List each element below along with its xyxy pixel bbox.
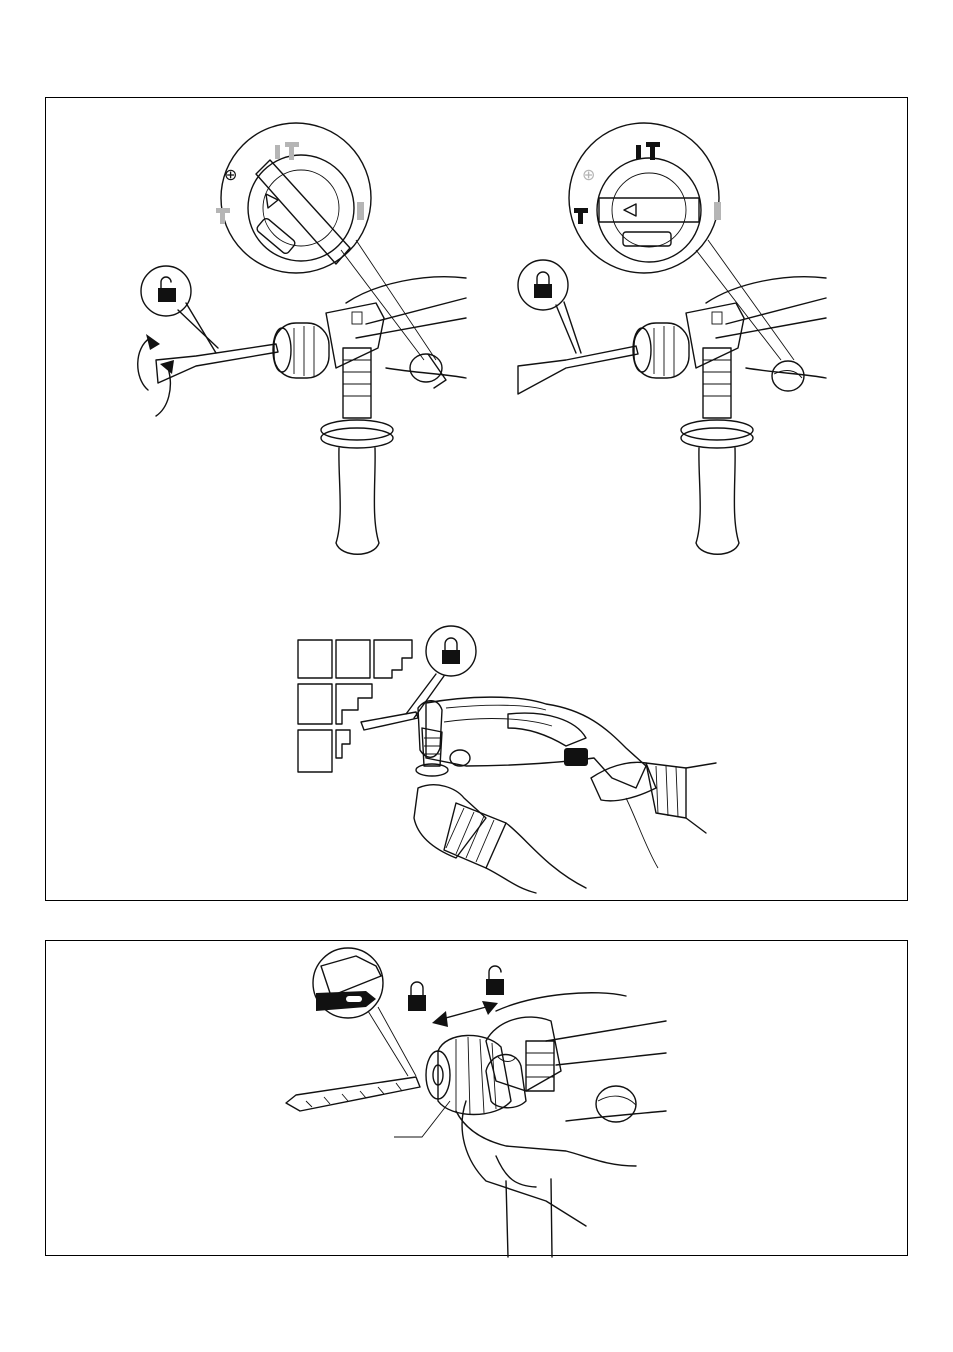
figure-panel-bottom [45,940,908,1256]
figure-panel-top-art: ⊕ [46,98,909,902]
figure-chisel-rotation-locked: ⊕ [518,123,826,554]
chisel-bit [518,346,638,394]
bit-shank-detail [313,948,416,1076]
chuck [633,303,744,378]
figure-bit-insertion [286,948,666,1257]
lock-icon [518,260,581,353]
drill-bit [286,1077,420,1111]
lock-icon [408,982,426,1011]
rotation-arrows-icon [138,334,174,416]
figure-chiselling-tiles [298,626,716,893]
figure-panel-bottom-art [46,941,909,1257]
mode-dial-icon: ⊕ [216,123,436,360]
chuck [426,1035,511,1115]
tile-wall [298,640,412,772]
figure-panel-top: ⊕ [45,97,908,901]
side-handle [321,348,393,554]
rotary-symbol: ⊕ [224,165,237,184]
hand [456,1055,636,1257]
hammer-drill [361,697,658,868]
side-handle [681,348,753,554]
rotary-symbol: ⊕ [582,165,595,184]
hands [414,762,716,893]
chuck [273,303,384,378]
mode-dial-icon: ⊕ [569,123,794,360]
lock-icon [406,626,476,718]
figure-chisel-rotation-unlocked: ⊕ [138,123,466,554]
unlock-icon [486,966,504,995]
double-arrow-icon [432,1001,498,1027]
chisel-bit [156,344,278,383]
